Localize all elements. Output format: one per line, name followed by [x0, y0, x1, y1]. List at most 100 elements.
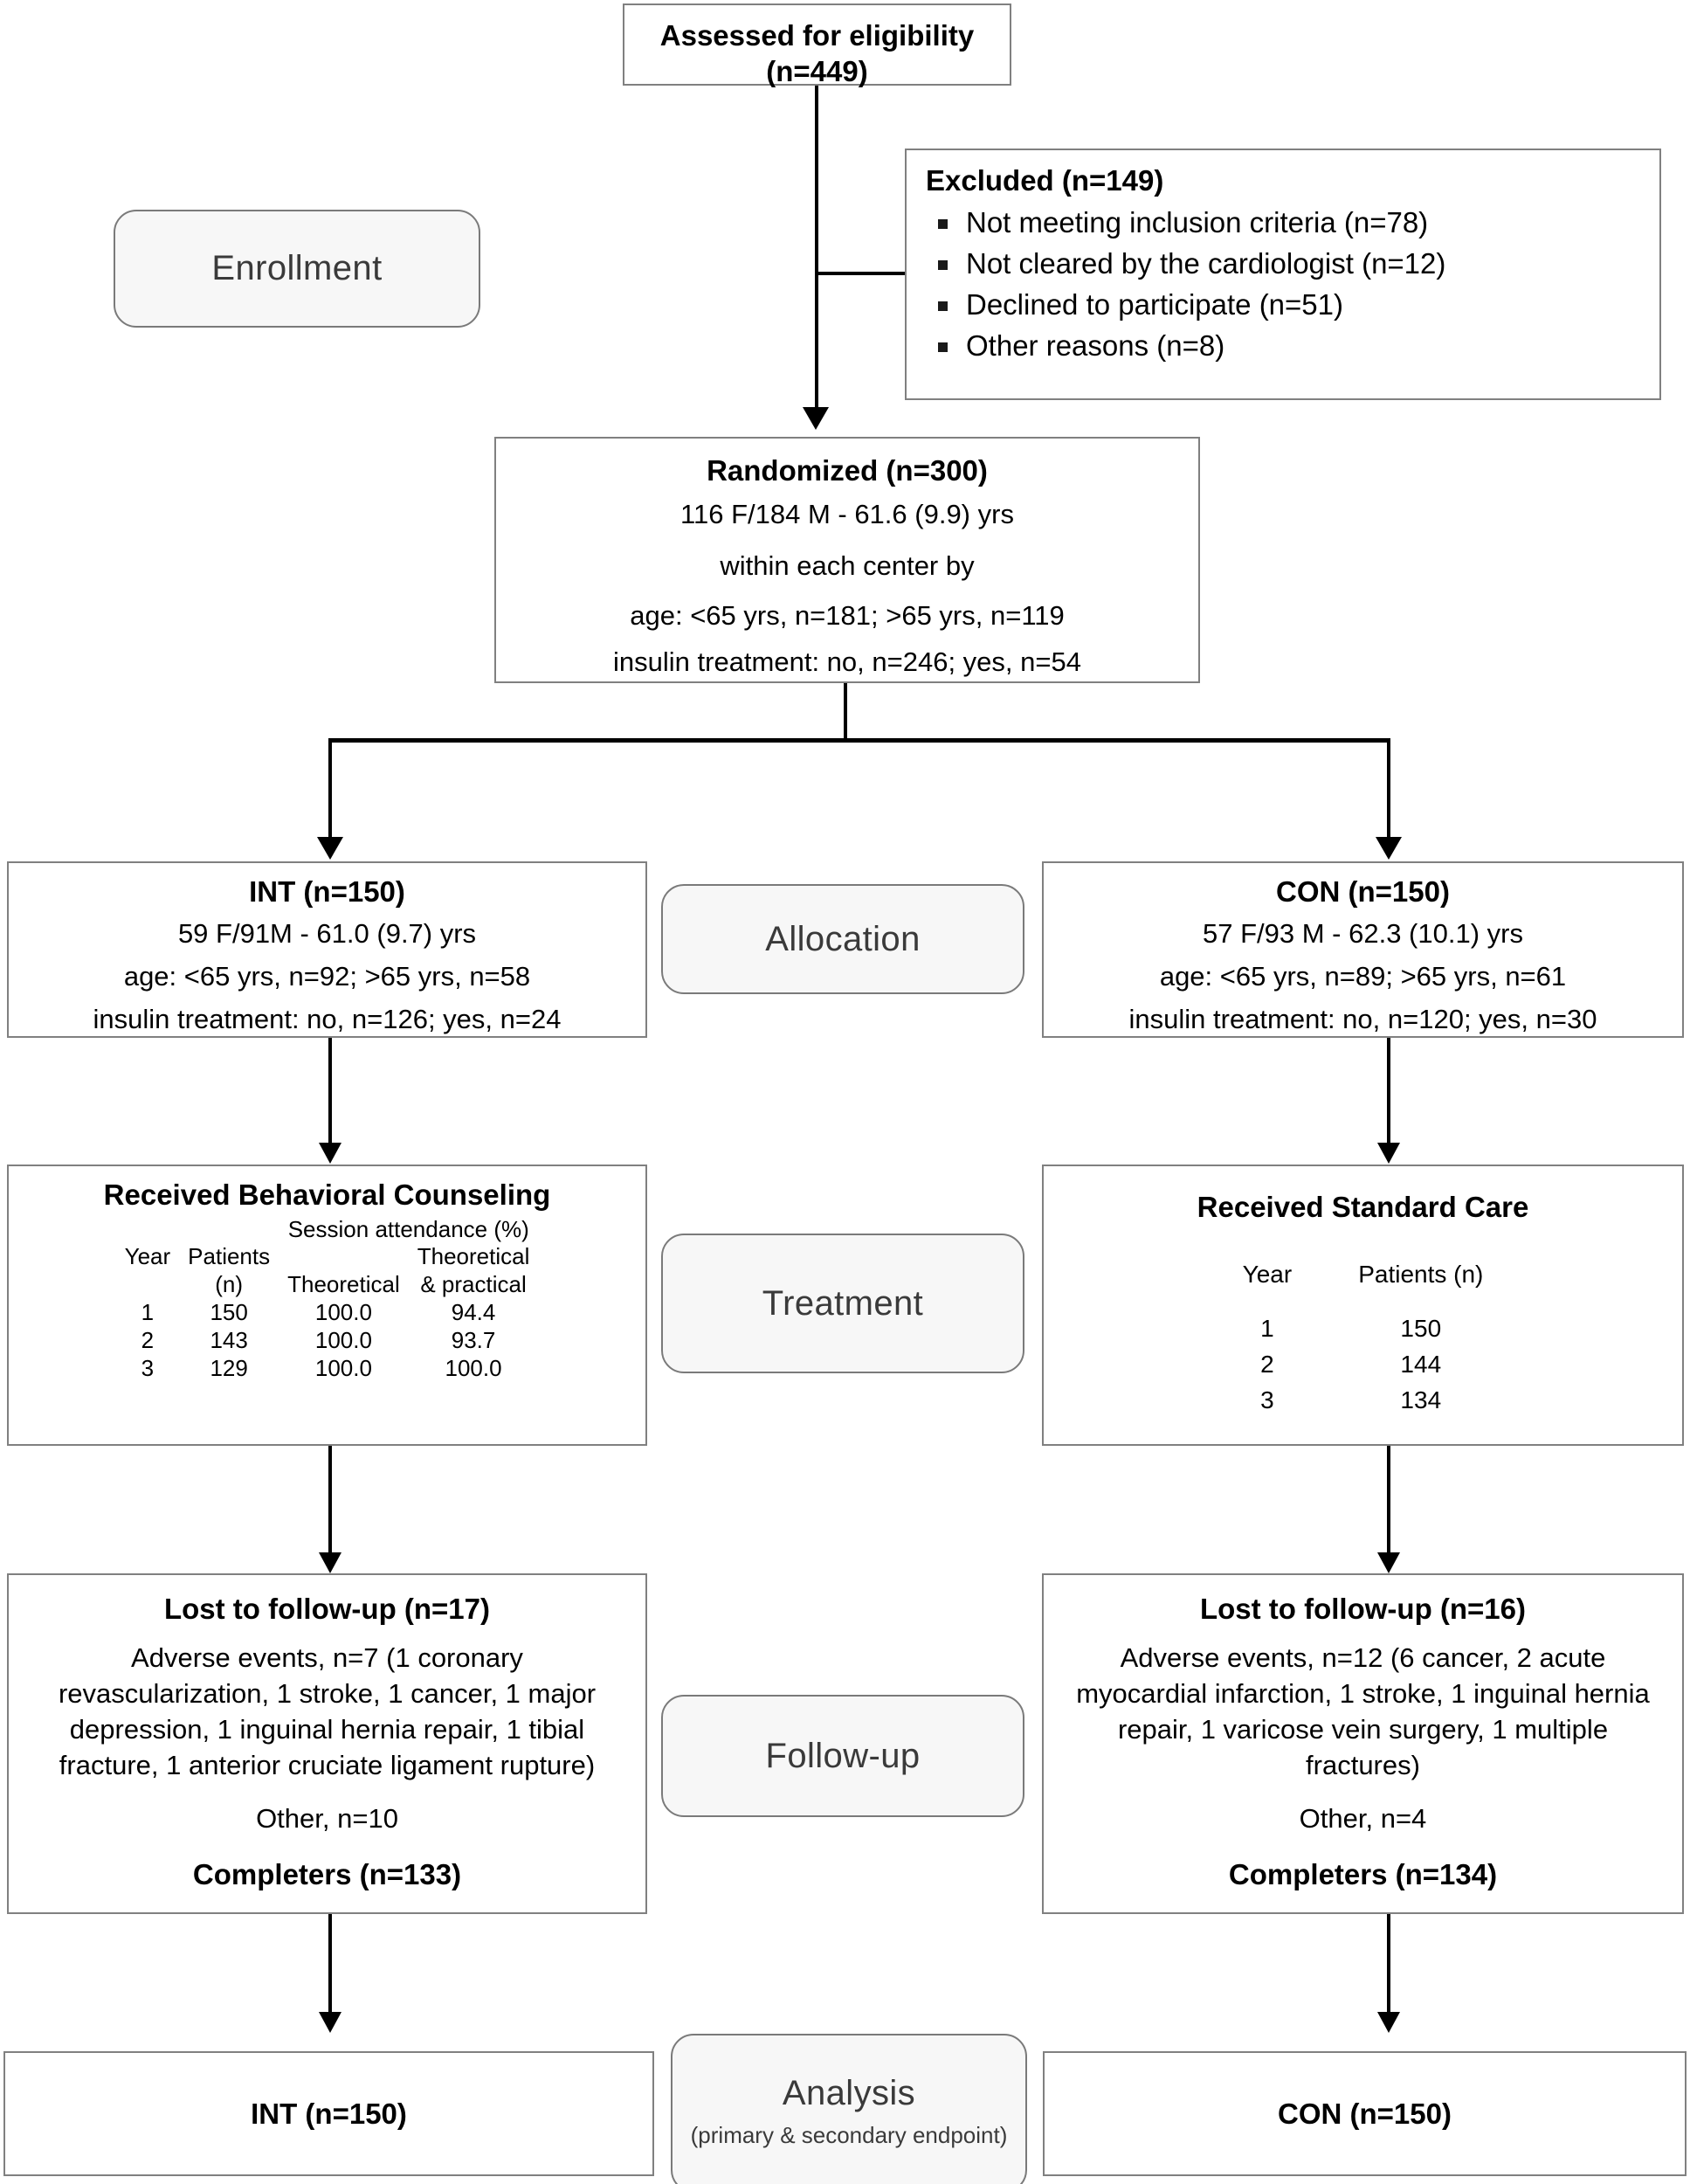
analysis-int-result-box: INT (n=150) — [3, 2051, 654, 2176]
connector-randomized-split — [328, 738, 1390, 743]
square-bullet-icon — [938, 219, 948, 229]
excluded-box: Excluded (n=149) Not meeting inclusion c… — [905, 149, 1661, 400]
connector-con-alloc-to-treatment — [1387, 1038, 1390, 1150]
cell-year: 1 — [1260, 1315, 1274, 1343]
cell-patients: 150 — [1400, 1315, 1442, 1343]
allocation-con-box: CON (n=150) 57 F/93 M - 62.3 (10.1) yrs … — [1042, 861, 1684, 1038]
col-header-year: Year — [1242, 1261, 1293, 1289]
excluded-reason-label: Other reasons (n=8) — [966, 328, 1225, 362]
excluded-reason-list: Not meeting inclusion criteria (n=78) No… — [926, 203, 1644, 366]
cell-theoretical: 100.0 — [314, 1354, 372, 1381]
stage-allocation-label: Allocation — [765, 919, 921, 958]
connector-to-excluded — [815, 272, 907, 275]
randomized-title: Randomized (n=300) — [707, 454, 988, 487]
cell-theoretical-practical: 100.0 — [445, 1354, 502, 1381]
cell-theoretical-practical: 94.4 — [451, 1298, 496, 1325]
analysis-int-label: INT (n=150) — [251, 2097, 407, 2130]
cell-theoretical: 100.0 — [314, 1326, 372, 1353]
col-header-blank-a — [279, 1243, 409, 1271]
connector-int-followup-to-analysis — [328, 1914, 332, 2019]
treatment-int-title: Received Behavioral Counseling — [103, 1178, 551, 1211]
col-header-patients-n: (n) — [215, 1271, 244, 1298]
standard-care-table: Year Patients (n) 1 150 2 144 3 134 — [1210, 1256, 1517, 1418]
cell-year: 2 — [141, 1326, 155, 1353]
cell-year: 2 — [1260, 1351, 1274, 1379]
list-item: Not cleared by the cardiologist (n=12) — [926, 244, 1644, 285]
connector-int-alloc-to-treatment — [328, 1038, 332, 1150]
allocation-int-title: INT (n=150) — [249, 875, 405, 908]
excluded-reason-label: Not cleared by the cardiologist (n=12) — [966, 246, 1446, 280]
list-item: Declined to participate (n=51) — [926, 285, 1644, 326]
col-header-theoretical: Theoretical — [287, 1271, 400, 1298]
cell-patients: 150 — [210, 1298, 248, 1325]
stage-followup: Follow-up — [661, 1695, 1024, 1817]
table-row-header: Year Patients Theoretical — [116, 1243, 539, 1271]
allocation-int-box: INT (n=150) 59 F/91M - 61.0 (9.7) yrs ag… — [7, 861, 647, 1038]
stage-analysis-label: Analysis — [782, 2074, 916, 2112]
followup-con-box: Lost to follow-up (n=16) Adverse events,… — [1042, 1573, 1684, 1914]
connector-int-treatment-to-followup — [328, 1446, 332, 1559]
table-row: 2 144 — [1210, 1346, 1517, 1382]
followup-int-box: Lost to follow-up (n=17) Adverse events,… — [7, 1573, 647, 1914]
arrow-int-treatment-to-followup — [319, 1552, 341, 1573]
arrow-con-followup-to-analysis — [1377, 2012, 1400, 2033]
square-bullet-icon — [938, 259, 948, 270]
randomized-box: Randomized (n=300) 116 F/184 M - 61.6 (9… — [494, 437, 1200, 683]
stage-analysis: Analysis (primary & secondary endpoint) — [671, 2034, 1027, 2184]
randomized-line: within each center by — [720, 550, 975, 582]
list-item: Other reasons (n=8) — [926, 326, 1644, 367]
table-row: 3 129 100.0 100.0 — [116, 1355, 539, 1383]
followup-con-adverse-events: Adverse events, n=12 (6 cancer, 2 acute … — [1076, 1642, 1650, 1780]
connector-con-treatment-to-followup — [1387, 1446, 1390, 1559]
excluded-reason-label: Declined to participate (n=51) — [966, 287, 1343, 321]
cell-year: 3 — [141, 1354, 155, 1381]
square-bullet-icon — [938, 301, 948, 311]
arrow-con-alloc-to-treatment — [1377, 1143, 1400, 1164]
allocation-con-line: age: <65 yrs, n=89; >65 yrs, n=61 — [1159, 961, 1567, 992]
cell-patients: 144 — [1400, 1351, 1442, 1379]
treatment-con-title: Received Standard Care — [1197, 1191, 1529, 1223]
cell-patients: 143 — [210, 1326, 248, 1353]
stage-allocation: Allocation — [661, 884, 1024, 994]
allocation-con-title: CON (n=150) — [1276, 875, 1450, 908]
cell-theoretical: 100.0 — [314, 1298, 372, 1325]
connector-randomized-to-int — [328, 738, 332, 843]
stage-enrollment: Enrollment — [114, 210, 480, 328]
table-row: 2 143 100.0 93.7 — [116, 1327, 539, 1355]
followup-con-completers: Completers (n=134) — [1228, 1857, 1498, 1890]
table-row-group-header: Session attendance (%) — [116, 1216, 539, 1243]
allocation-con-line: insulin treatment: no, n=120; yes, n=30 — [1128, 1004, 1597, 1035]
allocation-int-line: age: <65 yrs, n=92; >65 yrs, n=58 — [123, 961, 531, 992]
assessed-for-eligibility-box: Assessed for eligibility (n=449) — [623, 3, 1011, 88]
col-header-year: Year — [124, 1243, 171, 1270]
assessed-title: Assessed for eligibility — [659, 19, 975, 52]
table-row-header-2: (n) Theoretical & practical — [116, 1271, 539, 1299]
stage-treatment-label: Treatment — [762, 1283, 924, 1323]
table-row: 1 150 100.0 94.4 — [116, 1299, 539, 1327]
analysis-con-label: CON (n=150) — [1278, 2097, 1452, 2130]
assessed-count: (n=449) — [766, 55, 868, 88]
stage-followup-label: Follow-up — [765, 1736, 921, 1775]
followup-con-other: Other, n=4 — [1299, 1802, 1427, 1834]
randomized-line: insulin treatment: no, n=246; yes, n=54 — [613, 646, 1081, 677]
followup-con-title: Lost to follow-up (n=16) — [1199, 1593, 1527, 1625]
stage-treatment: Treatment — [661, 1234, 1024, 1373]
list-item: Not meeting inclusion criteria (n=78) — [926, 203, 1644, 244]
followup-int-title: Lost to follow-up (n=17) — [163, 1593, 491, 1625]
cell-year: 3 — [1260, 1386, 1274, 1414]
table-row: 1 150 — [1210, 1292, 1517, 1346]
cell-patients: 134 — [1400, 1386, 1442, 1414]
col-header-patients: Patients (n) — [1358, 1261, 1484, 1289]
excluded-reason-label: Not meeting inclusion criteria (n=78) — [966, 206, 1429, 238]
analysis-con-result-box: CON (n=150) — [1043, 2051, 1687, 2176]
cell-theoretical-practical: 93.7 — [451, 1326, 496, 1353]
connector-con-followup-to-analysis — [1387, 1914, 1390, 2019]
arrow-int-alloc-to-treatment — [319, 1143, 341, 1164]
connector-assessed-to-randomized — [815, 86, 818, 413]
treatment-int-box: Received Behavioral Counseling Session a… — [7, 1165, 647, 1446]
treatment-con-box: Received Standard Care Year Patients (n)… — [1042, 1165, 1684, 1446]
col-header-theoretical-practical-1: Theoretical — [417, 1243, 530, 1270]
followup-int-other: Other, n=10 — [256, 1802, 398, 1834]
stage-analysis-sublabel: (primary & secondary endpoint) — [690, 2122, 1008, 2148]
arrow-con-treatment-to-followup — [1377, 1552, 1400, 1573]
